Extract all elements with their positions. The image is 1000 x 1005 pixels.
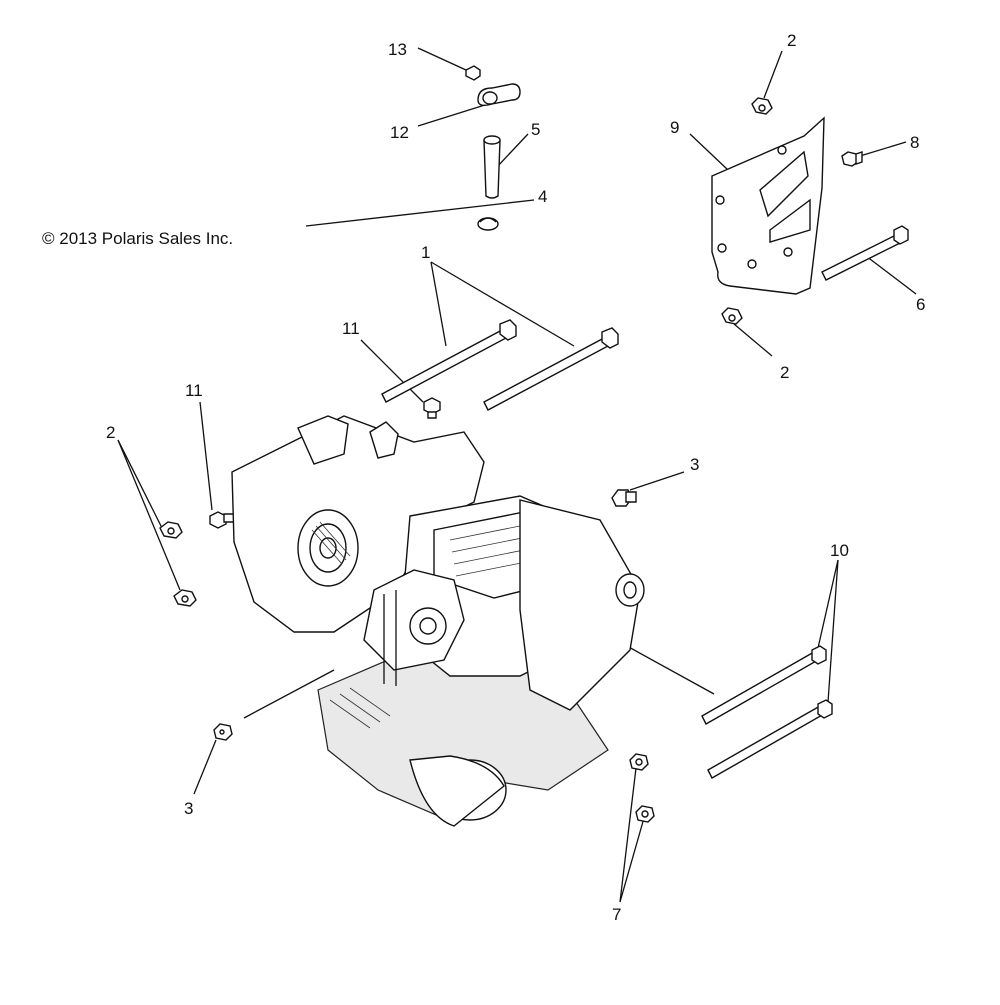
- long-bolt-10a: [701, 645, 827, 725]
- callout-1: 1: [421, 243, 430, 262]
- hose-5: [483, 135, 501, 199]
- callout-7: 7: [612, 905, 621, 924]
- bolt-8: [841, 151, 863, 167]
- bolt-11-left: [209, 511, 235, 529]
- copyright-text: © 2013 Polaris Sales Inc.: [42, 229, 234, 248]
- nut-2-left-b: [173, 589, 197, 607]
- bolt-11-upper: [423, 397, 441, 419]
- callout-9: 9: [670, 118, 679, 137]
- bolt-3-right: [611, 489, 637, 507]
- nut-2-left-a: [159, 521, 183, 539]
- bolt-3-lower: [213, 723, 233, 741]
- long-bolt-1b: [483, 327, 619, 411]
- nut-7-b: [635, 805, 655, 823]
- callout-11-upper: 11: [342, 319, 360, 338]
- callout-2-right: 2: [780, 363, 789, 382]
- small-bolt-13: [465, 65, 481, 81]
- callout-11-left: 11: [185, 381, 203, 400]
- callout-5: 5: [531, 120, 540, 139]
- bracket-9: [711, 116, 825, 295]
- long-bolt-6: [821, 225, 909, 281]
- clip-4: [477, 217, 499, 231]
- leader-lines: [117, 47, 917, 903]
- callout-12: 12: [390, 123, 409, 142]
- nut-7-a: [629, 753, 649, 771]
- callout-8: 8: [910, 133, 919, 152]
- callout-3-right: 3: [690, 455, 699, 474]
- callout-4: 4: [538, 187, 547, 206]
- callout-2-left: 2: [106, 423, 115, 442]
- nut-2-top: [751, 97, 773, 115]
- long-bolt-10b: [707, 699, 833, 779]
- callout-10: 10: [830, 541, 849, 560]
- engine-case-assembly: [231, 415, 645, 827]
- nut-2-right: [721, 307, 743, 325]
- callout-6: 6: [916, 295, 925, 314]
- callout-3-lower: 3: [184, 799, 193, 818]
- long-bolt-1a: [381, 319, 517, 403]
- callout-13: 13: [388, 40, 407, 59]
- callout-labels: 13 12 5 4 2 9 8 6 2 1 11 11 2 3 10 7 3: [106, 31, 925, 924]
- callout-2-top: 2: [787, 31, 796, 50]
- hose-clamp-12: [477, 83, 521, 107]
